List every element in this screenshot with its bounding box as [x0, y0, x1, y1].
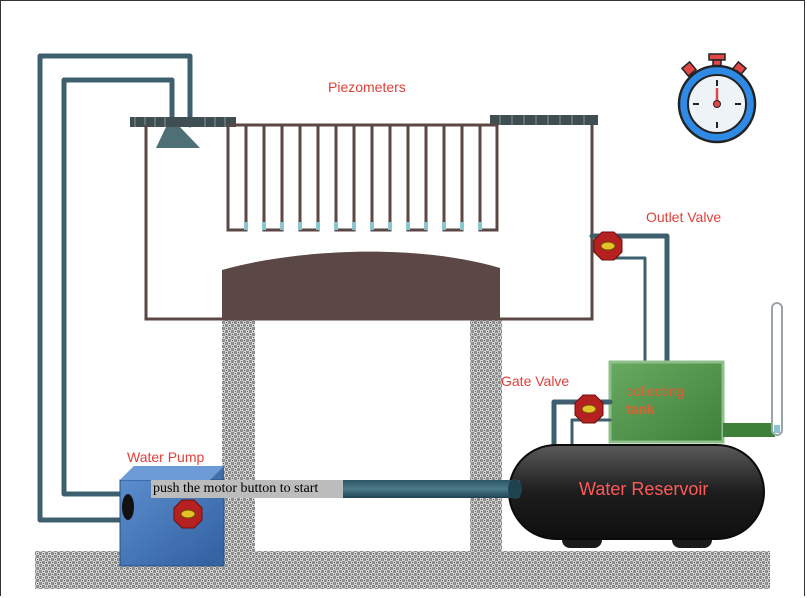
water-reservoir-label: Water Reservoir	[579, 479, 709, 499]
right-pillar	[470, 318, 502, 552]
collecting-tank-label-line1: collecting	[626, 383, 685, 399]
outlet-valve[interactable]	[593, 231, 623, 261]
collecting-tank-label-line2: tank	[626, 401, 655, 417]
level-gauge-tube	[771, 302, 783, 436]
outlet-valve-label: Outlet Valve	[646, 209, 722, 225]
motor-button[interactable]	[173, 499, 203, 529]
inlet-funnel	[156, 127, 200, 148]
tank-drain-pipe	[723, 423, 775, 437]
flow-channel	[144, 125, 594, 321]
water-pump-label: Water Pump	[127, 449, 205, 465]
start-instruction: push the motor button to start	[151, 480, 343, 498]
left-pillar	[222, 318, 255, 552]
collecting-tank-label: collecting tank	[626, 382, 684, 418]
stopwatch-icon[interactable]	[677, 53, 757, 144]
piezometer-tubes	[226, 123, 499, 232]
piezometer-water-levels	[244, 222, 482, 230]
right-top-rail	[490, 115, 598, 125]
gate-valve[interactable]	[574, 394, 604, 424]
pump-return-pipe	[37, 53, 193, 523]
piezometers-label: Piezometers	[328, 79, 406, 95]
left-top-rail	[130, 117, 236, 127]
collecting-tank	[608, 360, 725, 444]
gate-valve-label: Gate Valve	[501, 373, 570, 389]
channel-hump	[222, 251, 500, 318]
